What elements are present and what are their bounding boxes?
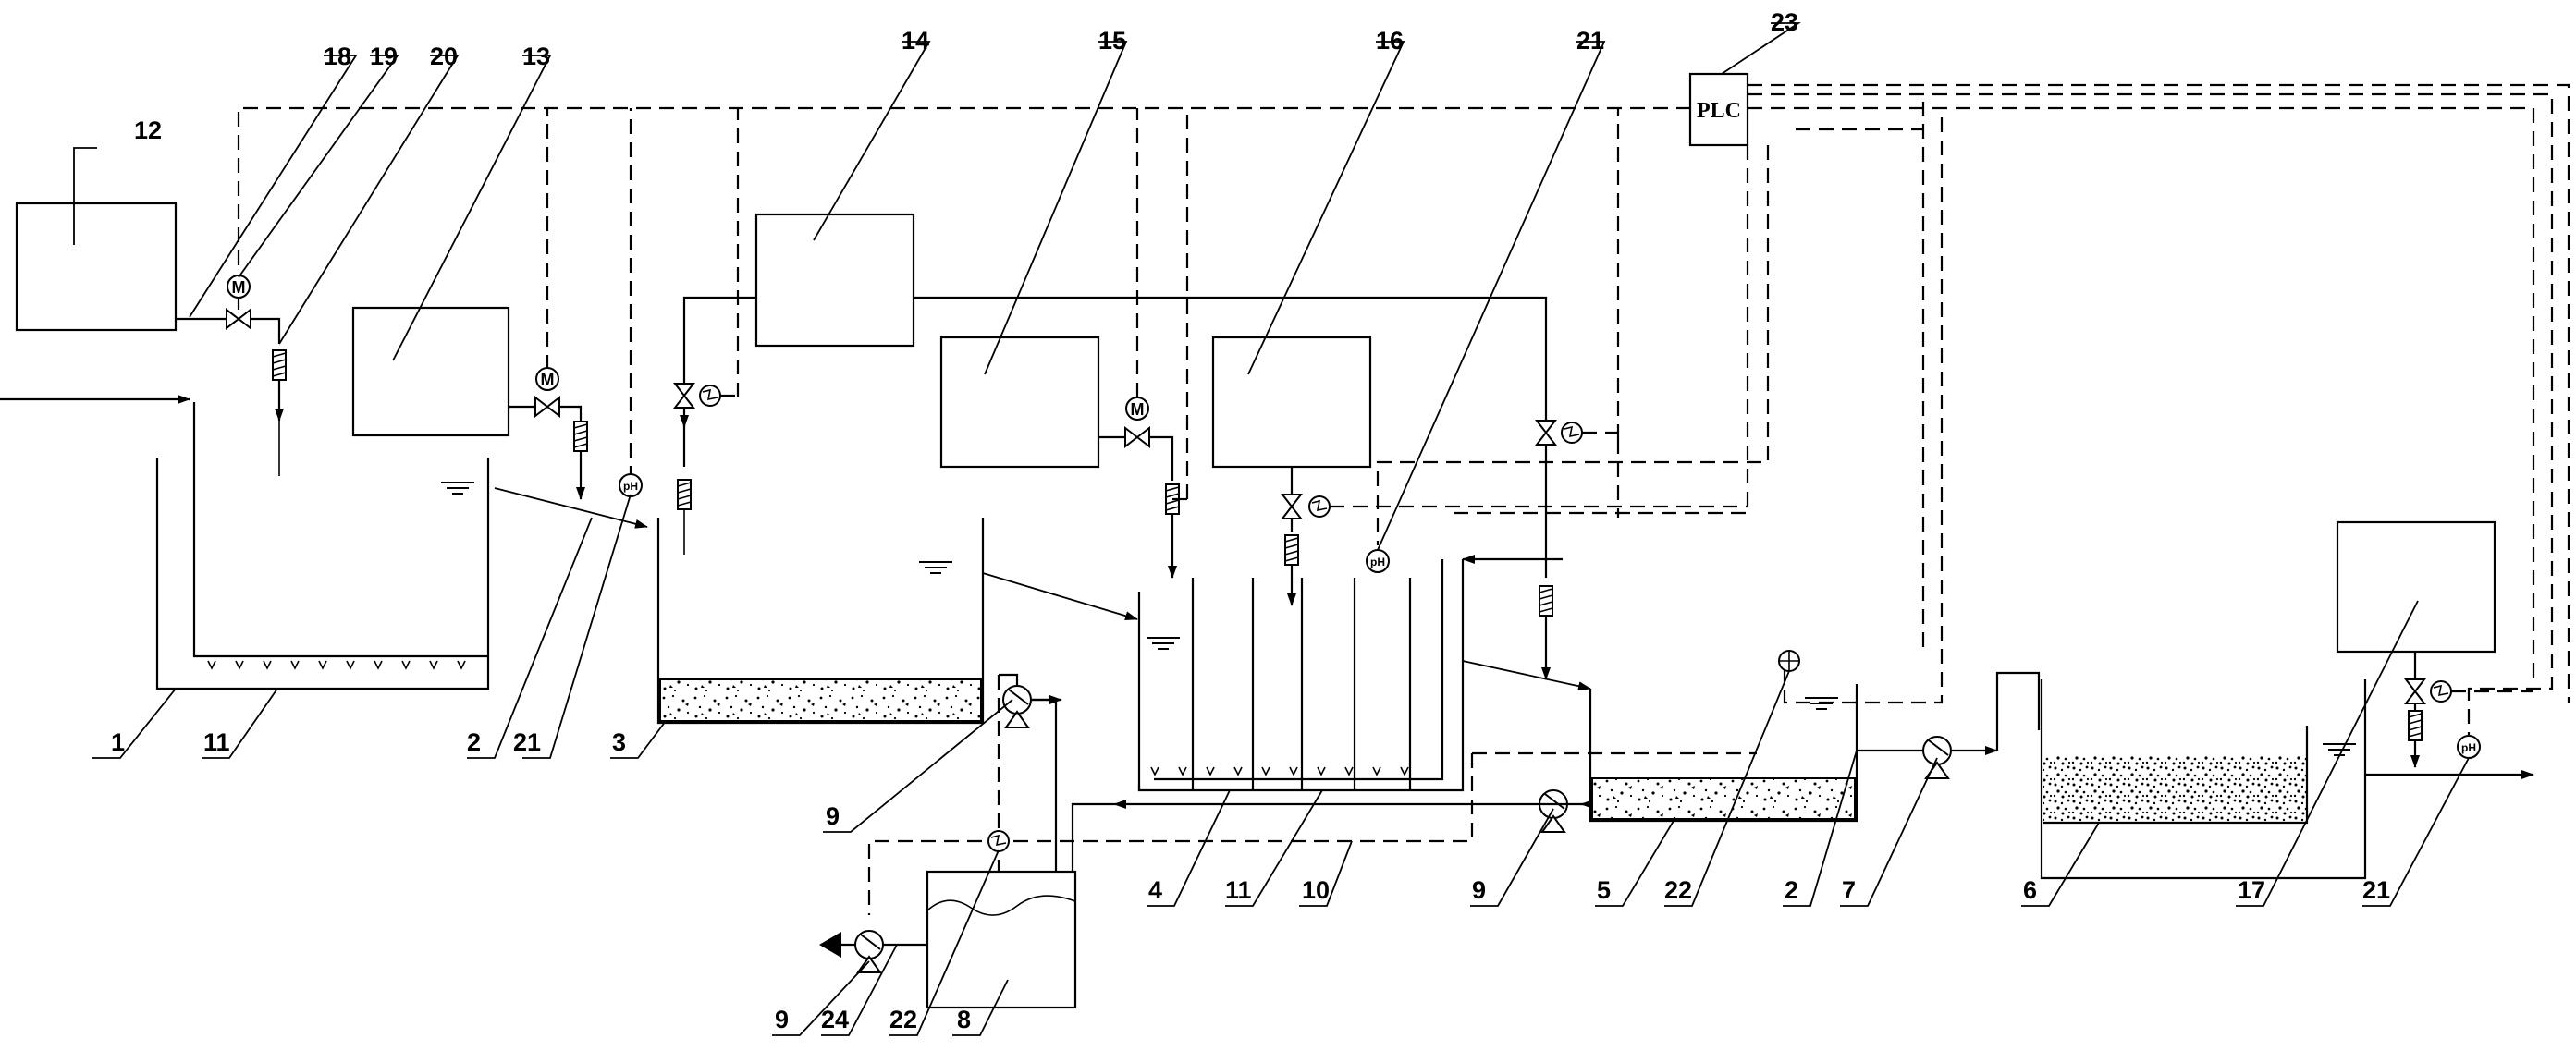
label-17: 17 bbox=[2238, 876, 2265, 904]
label-3: 3 bbox=[612, 728, 626, 756]
reference-labels: 1 11 2 21 3 9 4 11 10 9 5 22 2 7 6 17 21… bbox=[111, 8, 2390, 1033]
label-7: 7 bbox=[1842, 876, 1856, 904]
label-9c: 9 bbox=[775, 1006, 789, 1033]
label-8: 8 bbox=[957, 1006, 971, 1033]
label-11a: 11 bbox=[203, 728, 230, 756]
equipment-box-12 bbox=[15, 202, 178, 332]
label-21b: 21 bbox=[1576, 27, 1604, 55]
label-4: 4 bbox=[1148, 876, 1162, 904]
label-18: 18 bbox=[324, 43, 351, 70]
label-23: 23 bbox=[1771, 8, 1798, 36]
label-24: 24 bbox=[821, 1006, 849, 1033]
label-10: 10 bbox=[1302, 876, 1330, 904]
equipment-box-15 bbox=[939, 336, 1100, 469]
tank-6 bbox=[2040, 679, 2367, 880]
sludge-tank-8 bbox=[926, 870, 1077, 1009]
label-12: 12 bbox=[134, 116, 162, 144]
label-20: 20 bbox=[430, 43, 458, 70]
leader-lines bbox=[73, 22, 2470, 1036]
label-15: 15 bbox=[1098, 27, 1126, 55]
label-21c: 21 bbox=[2362, 876, 2390, 904]
aerator-11a bbox=[207, 660, 466, 670]
label-22b: 22 bbox=[889, 1006, 917, 1033]
label-5: 5 bbox=[1597, 876, 1611, 904]
equipment-box-16 bbox=[1211, 336, 1372, 469]
plc-controller: PLC bbox=[1688, 72, 1749, 147]
label-22a: 22 bbox=[1664, 876, 1692, 904]
tank-5 bbox=[1589, 650, 1858, 823]
tank-1 bbox=[0, 395, 490, 690]
label-19: 19 bbox=[370, 43, 398, 70]
label-14: 14 bbox=[902, 27, 929, 55]
equipment-box-13 bbox=[351, 306, 510, 437]
label-16: 16 bbox=[1376, 27, 1404, 55]
label-21a: 21 bbox=[513, 728, 541, 756]
label-13: 13 bbox=[522, 43, 550, 70]
tank-3 bbox=[656, 518, 985, 725]
aerator-11b bbox=[1150, 766, 1409, 776]
label-2a: 2 bbox=[467, 728, 481, 756]
label-9b: 9 bbox=[1472, 876, 1486, 904]
plc-label: PLC bbox=[1697, 99, 1741, 123]
tank-4 bbox=[1137, 559, 1465, 792]
label-2b: 2 bbox=[1785, 876, 1798, 904]
label-1: 1 bbox=[111, 728, 125, 756]
label-6: 6 bbox=[2023, 876, 2037, 904]
equipment-box-17 bbox=[2336, 520, 2496, 654]
label-11b: 11 bbox=[1225, 876, 1252, 904]
equipment-box-14 bbox=[754, 213, 915, 348]
label-9a: 9 bbox=[826, 802, 840, 830]
